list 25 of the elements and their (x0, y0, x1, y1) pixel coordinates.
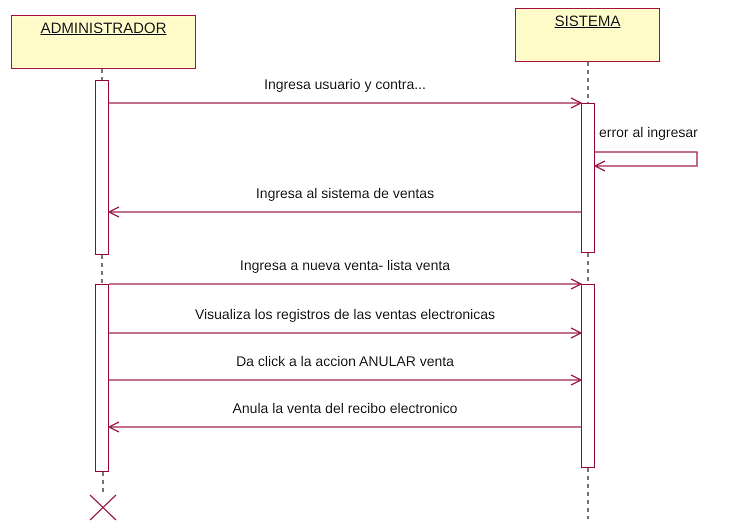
lifeline (101, 69, 103, 80)
message-label: Visualiza los registros de las ventas electronicas (192, 306, 498, 323)
message-label: error al ingresar (597, 124, 700, 141)
activation-bar (95, 284, 109, 472)
activation-bar (581, 284, 595, 468)
lifeline-head-box (11, 15, 196, 69)
message-arrow (109, 97, 582, 109)
message-arrow (109, 327, 582, 339)
destruction-mark (89, 494, 117, 521)
lifeline (101, 255, 103, 284)
actor-name: ADMINISTRADOR (40, 20, 166, 37)
message-arrow (108, 206, 581, 218)
message-label: Ingresa usuario y contra... (262, 76, 428, 93)
lifeline (587, 62, 589, 103)
message-arrow (594, 151, 698, 172)
message-arrow (109, 278, 582, 290)
actor-name: SISTEMA (554, 13, 620, 30)
lifeline (587, 253, 589, 284)
lifeline-head-box (515, 8, 660, 62)
activation-bar (581, 103, 595, 253)
lifeline (102, 472, 104, 494)
lifeline (587, 468, 589, 519)
message-arrow (108, 421, 581, 433)
activation-bar (95, 80, 109, 255)
message-arrow (109, 374, 582, 386)
